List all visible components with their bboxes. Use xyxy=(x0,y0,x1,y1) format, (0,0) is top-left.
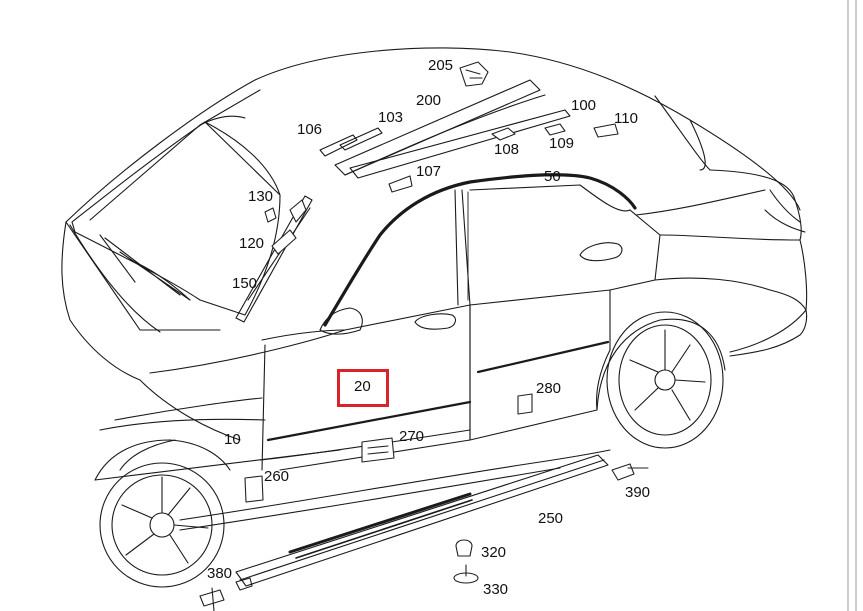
part-label-200: 200 xyxy=(416,92,442,109)
part-label-10: 10 xyxy=(224,431,241,448)
part-label-390: 390 xyxy=(625,484,651,501)
clip-130-part xyxy=(264,207,277,223)
part-label-110: 110 xyxy=(614,110,638,127)
trim-103-part xyxy=(339,127,383,151)
part-label-270: 270 xyxy=(399,428,425,445)
part-label-109: 109 xyxy=(549,135,575,152)
clip-205-part xyxy=(459,61,489,87)
part-label-107: 107 xyxy=(416,163,442,180)
clip-110-part xyxy=(593,123,619,138)
clip-108-part xyxy=(491,127,516,141)
part-label-280: 280 xyxy=(536,380,562,397)
part-label-120: 120 xyxy=(239,235,265,252)
part-label-100: 100 xyxy=(571,97,597,114)
part-label-330: 330 xyxy=(483,581,509,598)
part-270 xyxy=(361,437,395,463)
part-label-50: 50 xyxy=(544,168,561,185)
part-label-150: 150 xyxy=(232,275,258,292)
part-label-250: 250 xyxy=(538,510,564,527)
part-label-108: 108 xyxy=(494,141,520,158)
highlighted-part-box[interactable] xyxy=(337,369,389,407)
small-parts xyxy=(199,61,649,611)
part-label-130: 130 xyxy=(248,188,274,205)
car-body-outline xyxy=(61,47,808,588)
clip-107-part xyxy=(388,175,413,193)
highlighted-part-label[interactable]: 20 xyxy=(354,378,371,395)
part-label-380: 380 xyxy=(207,565,233,582)
clip-120-part xyxy=(271,229,297,255)
side-sill-panel xyxy=(235,454,609,587)
part-label-103: 103 xyxy=(378,109,404,126)
clip-109-part xyxy=(544,123,566,136)
clip-380-part xyxy=(199,589,225,607)
part-label-106: 106 xyxy=(297,121,323,138)
clip-320-part xyxy=(455,539,473,557)
part-label-260: 260 xyxy=(264,468,290,485)
clip-390-part xyxy=(611,463,635,481)
part-label-205: 205 xyxy=(428,57,454,74)
clip-280-part xyxy=(517,393,533,415)
part-260 xyxy=(244,475,264,503)
part-label-320: 320 xyxy=(481,544,507,561)
trim-106-part xyxy=(319,134,358,157)
